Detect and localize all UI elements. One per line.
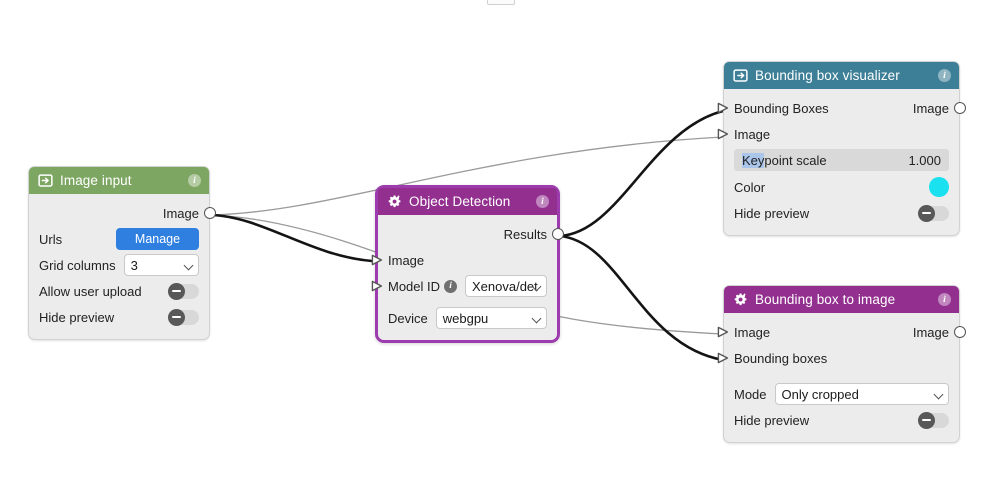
- toggle-knob: [168, 282, 185, 300]
- model-id-value: Xenova/det: [472, 278, 538, 294]
- widget-label-model-id-group: Model ID i: [388, 278, 458, 294]
- toolbar-chip-partial: [487, 0, 515, 5]
- output-port-image[interactable]: [954, 102, 966, 114]
- keypoint-scale-label-selected: Key: [742, 152, 765, 168]
- input-port-image[interactable]: [717, 128, 729, 140]
- hide-preview-toggle[interactable]: [168, 308, 199, 326]
- input-port-bounding-boxes[interactable]: [717, 352, 729, 364]
- info-icon[interactable]: i: [938, 293, 951, 306]
- hide-preview-toggle[interactable]: [918, 411, 949, 429]
- widget-label-allow-user-upload: Allow user upload: [39, 283, 142, 299]
- model-id-select[interactable]: Xenova/det: [465, 275, 547, 297]
- output-label-image: Image: [912, 324, 949, 340]
- login-arrow-icon: [38, 174, 53, 187]
- node-body-bounding-box-visualizer: Bounding Boxes Image Image Keypoint scal…: [717, 89, 966, 235]
- widget-hide-preview: Hide preview: [734, 200, 949, 226]
- device-value: webgpu: [442, 310, 489, 326]
- node-title: Image input: [60, 173, 132, 188]
- node-body-image-input: Image Urls Manage Grid columns 3 Allow u…: [29, 194, 216, 339]
- node-body-object-detection: Results Image Model ID i Xenova/det: [371, 215, 564, 340]
- port-row-boxes-and-image: Bounding Boxes Image: [717, 95, 966, 121]
- keypoint-scale-label-rest: point scale: [764, 152, 827, 168]
- input-row-model-id: Model ID i Xenova/det: [371, 273, 547, 299]
- node-bounding-box-visualizer[interactable]: Bounding box visualizer i Bounding Boxes…: [717, 61, 966, 236]
- output-label: Image: [162, 205, 199, 221]
- color-swatch[interactable]: [929, 177, 949, 197]
- output-row-results: Results: [388, 221, 564, 247]
- edge-objectdetection-to-visualizer-boxes: [559, 109, 724, 238]
- node-object-detection[interactable]: Object Detection i Results Image Model I…: [371, 185, 564, 343]
- widget-urls: Urls Manage: [39, 226, 199, 252]
- input-label-image: Image: [734, 324, 771, 340]
- keypoint-scale-label: Keypoint scale: [742, 152, 827, 168]
- widget-label-urls: Urls: [39, 231, 63, 247]
- edge-objectdetection-to-bboxtoimage-boxes: [559, 234, 724, 362]
- output-port-image[interactable]: [954, 326, 966, 338]
- widget-hide-preview: Hide preview: [39, 304, 199, 330]
- port-row-image-in-out: Image Image: [717, 319, 966, 345]
- node-header-object-detection[interactable]: Object Detection i: [378, 188, 557, 215]
- node-header-bounding-box-visualizer[interactable]: Bounding box visualizer i: [724, 62, 959, 89]
- toggle-knob: [918, 204, 935, 222]
- widget-label-device: Device: [388, 310, 428, 326]
- widget-label-grid-columns: Grid columns: [39, 257, 116, 273]
- logout-arrow-icon: [733, 69, 748, 82]
- node-header-bounding-box-to-image[interactable]: Bounding box to image i: [724, 286, 959, 313]
- output-label: Results: [503, 226, 547, 242]
- node-image-input[interactable]: Image input i Image Urls Manage Grid col…: [28, 166, 216, 340]
- info-icon[interactable]: i: [536, 195, 549, 208]
- node-title: Bounding box to image: [755, 292, 896, 307]
- input-label-bounding-boxes: Bounding Boxes: [734, 100, 829, 116]
- gear-sparkle-icon: [734, 292, 747, 306]
- mode-value: Only cropped: [781, 386, 859, 402]
- input-row-bounding-boxes: Bounding boxes: [717, 345, 949, 371]
- manage-button[interactable]: Manage: [116, 228, 199, 250]
- node-body-bounding-box-to-image: Image Image Bounding boxes Mode Only cro…: [717, 313, 966, 442]
- node-title: Object Detection: [409, 194, 511, 209]
- input-label-bounding-boxes: Bounding boxes: [734, 350, 828, 366]
- grid-columns-select[interactable]: 3: [123, 254, 199, 276]
- mode-select[interactable]: Only cropped: [774, 383, 949, 405]
- keypoint-scale-slider[interactable]: Keypoint scale 1.000: [734, 149, 949, 171]
- gear-sparkle-icon: [388, 194, 401, 208]
- device-select[interactable]: webgpu: [435, 307, 547, 329]
- widget-device: Device webgpu: [388, 305, 547, 331]
- input-row-image: Image: [371, 247, 547, 273]
- node-title: Bounding box visualizer: [755, 68, 900, 83]
- output-row-image: Image: [39, 200, 216, 226]
- edge-imageinput-to-objectdetection-image: [209, 213, 373, 263]
- widget-label-mode: Mode: [734, 386, 767, 402]
- node-header-image-input[interactable]: Image input i: [29, 167, 209, 194]
- input-port-image[interactable]: [371, 254, 383, 266]
- input-label: Image: [388, 252, 425, 268]
- node-bounding-box-to-image[interactable]: Bounding box to image i Image Image Boun…: [717, 285, 966, 443]
- toggle-knob: [918, 411, 935, 429]
- allow-user-upload-toggle[interactable]: [168, 282, 199, 300]
- info-icon[interactable]: i: [188, 174, 201, 187]
- widget-label-hide-preview: Hide preview: [734, 205, 810, 221]
- input-port-image[interactable]: [717, 326, 729, 338]
- grid-columns-value: 3: [130, 257, 138, 273]
- info-icon[interactable]: i: [938, 69, 951, 82]
- input-port-model-id[interactable]: [371, 280, 383, 292]
- widget-label-model-id: Model ID: [388, 278, 441, 294]
- widget-allow-user-upload: Allow user upload: [39, 278, 199, 304]
- keypoint-scale-value: 1.000: [908, 152, 941, 168]
- widget-hide-preview: Hide preview: [734, 407, 949, 433]
- widget-color: Color: [734, 174, 949, 200]
- output-port-image[interactable]: [204, 207, 216, 219]
- input-row-image: Image: [717, 121, 949, 147]
- widget-mode: Mode Only cropped: [734, 381, 949, 407]
- info-icon[interactable]: i: [444, 279, 458, 293]
- widget-grid-columns: Grid columns 3: [39, 252, 199, 278]
- widget-label-hide-preview: Hide preview: [39, 309, 115, 325]
- hide-preview-toggle[interactable]: [918, 204, 949, 222]
- input-label-image: Image: [734, 126, 771, 142]
- output-label-image: Image: [912, 100, 949, 116]
- widget-label-hide-preview: Hide preview: [734, 412, 810, 428]
- output-port-results[interactable]: [552, 228, 564, 240]
- input-port-bounding-boxes[interactable]: [717, 102, 729, 114]
- toggle-knob: [168, 308, 185, 326]
- widget-label-color: Color: [734, 179, 766, 195]
